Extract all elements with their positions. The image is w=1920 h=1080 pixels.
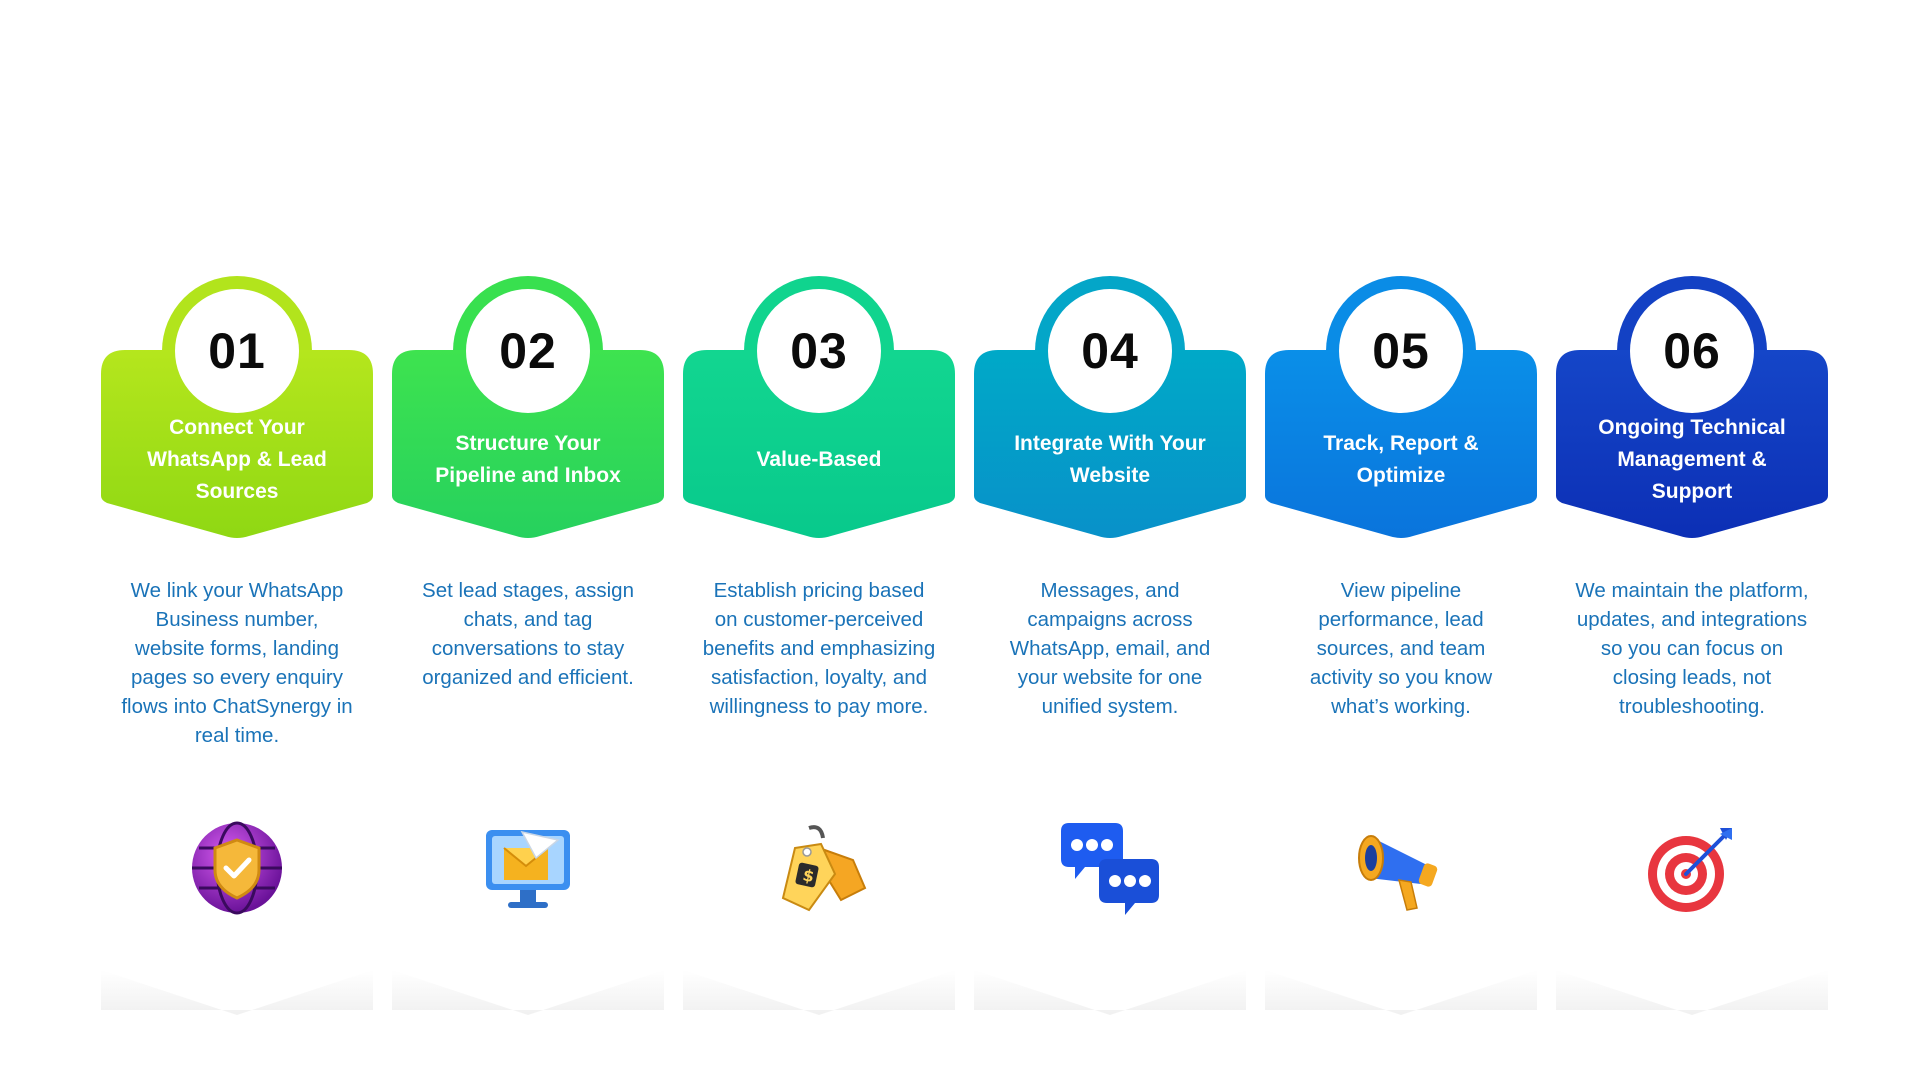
step-header: Structure Your Pipeline and Inbox [392, 350, 664, 540]
step-header: Connect Your WhatsApp & Lead Sources [101, 350, 373, 540]
bottom-shadow [974, 970, 1246, 1015]
step-description: We maintain the platform, updates, and i… [1575, 579, 1809, 718]
step-01: 01 Connect Your WhatsApp & Lead Sources … [101, 0, 373, 1080]
bottom-shadow [392, 970, 664, 1015]
step-description: Establish pricing based on customer-perc… [702, 579, 936, 718]
step-description: View pipeline performance, lead sources,… [1309, 579, 1493, 718]
header-shape [101, 350, 373, 538]
step-header: Ongoing Technical Management & Support [1556, 350, 1828, 540]
step-number: 05 [1372, 323, 1430, 379]
price-tag-icon: $ [759, 808, 879, 928]
bottom-shadow [1556, 970, 1828, 1015]
step-number-badge: 04 [1048, 289, 1172, 413]
step-number: 06 [1663, 323, 1721, 379]
step-title: Integrate With Your Website [1014, 432, 1206, 487]
step-title: Track, Report & Optimize [1323, 432, 1479, 487]
step-description: Messages, and campaigns across WhatsApp,… [1009, 579, 1211, 718]
step-number: 02 [499, 323, 557, 379]
step-05: 05 Track, Report & Optimize View pipelin… [1265, 0, 1537, 1080]
megaphone-icon [1341, 808, 1461, 928]
bottom-shadow [683, 970, 955, 1015]
step-title: Ongoing Technical Management & Support [1598, 416, 1786, 503]
step-06: 06 Ongoing Technical Management & Suppor… [1556, 0, 1828, 1080]
step-header: Track, Report & Optimize [1265, 350, 1537, 540]
step-header: Value-Based [683, 350, 955, 540]
header-shape [974, 350, 1246, 538]
step-03: 03 Value-Based Establish pricing based o… [683, 0, 955, 1080]
step-title: Value-Based [756, 448, 882, 471]
step-number: 03 [790, 323, 848, 379]
svg-text:$: $ [801, 865, 816, 886]
step-title: Structure Your Pipeline and Inbox [435, 432, 621, 487]
target-dart-icon [1632, 808, 1752, 928]
step-header: Integrate With Your Website [974, 350, 1246, 540]
bottom-shadow [101, 970, 373, 1015]
step-number-badge: 03 [757, 289, 881, 413]
step-04: 04 Integrate With Your Website Messages,… [974, 0, 1246, 1080]
header-shape [1556, 350, 1828, 538]
chat-bubbles-icon [1050, 808, 1170, 928]
step-number-badge: 02 [466, 289, 590, 413]
step-title: Connect Your WhatsApp & Lead Sources [147, 416, 327, 503]
step-number: 01 [208, 323, 266, 379]
header-shape [392, 350, 664, 538]
step-number-badge: 01 [175, 289, 299, 413]
step-number-badge: 06 [1630, 289, 1754, 413]
bottom-shadow [1265, 970, 1537, 1015]
monitor-mail-icon [468, 808, 588, 928]
step-description: We link your WhatsApp Business number, w… [121, 579, 353, 747]
step-number-badge: 05 [1339, 289, 1463, 413]
step-02: 02 Structure Your Pipeline and Inbox Set… [392, 0, 664, 1080]
header-shape [683, 350, 955, 538]
header-shape [1265, 350, 1537, 538]
globe-shield-icon [177, 808, 297, 928]
step-number: 04 [1081, 323, 1139, 379]
step-description: Set lead stages, assign chats, and tag c… [422, 579, 634, 689]
